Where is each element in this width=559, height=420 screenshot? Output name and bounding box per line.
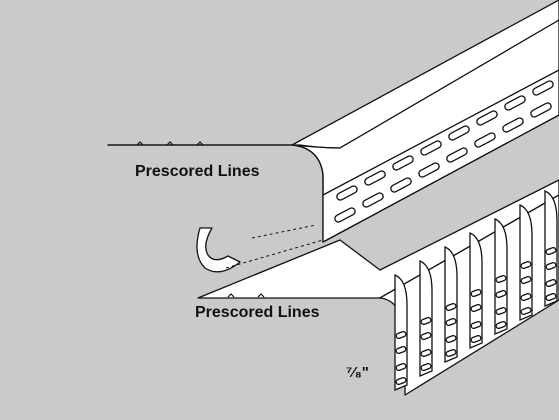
vent-slot [395,362,407,372]
vent-slot [445,348,457,358]
vent-slot [445,334,457,344]
vent-slot [474,132,496,148]
vent-slot [520,306,532,316]
vent-slot [530,102,552,118]
vent-slot [448,125,470,141]
prescore-tick [166,141,174,146]
vent-slot [395,376,407,386]
vent-slot [362,192,384,208]
prescored-lines-label-top: Prescored Lines [135,163,260,180]
vent-slot [545,292,557,302]
upper-vent-slots [334,80,554,223]
vent-slot [445,302,457,312]
prescored-lines-label-bottom: Prescored Lines [195,304,320,321]
vent-slot [418,162,440,178]
vent-slot [445,317,457,327]
prescore-tick [227,293,235,298]
vent-slot [470,334,482,344]
vent-slot [420,362,432,372]
vent-slot [520,292,532,302]
vent-slot [390,177,412,193]
vent-slot [470,288,482,298]
prescore-tick [196,141,204,146]
vent-slot [495,274,507,284]
vent-slot [392,155,414,171]
lower-vent-tabs [394,190,558,391]
upper-edge [108,144,324,195]
vent-slot [420,140,442,156]
vent-slot [334,207,356,223]
vent-slot [470,303,482,313]
vent-slot [420,348,432,358]
vent-slot [495,320,507,330]
vent-slot [446,147,468,163]
vent-slot [470,320,482,330]
vent-slot [504,95,526,111]
vent-slot [545,246,557,256]
vent-slot [502,117,524,133]
vent-slot [532,80,554,96]
vent-slot [520,275,532,285]
vent-slot [545,261,557,271]
vent-slot [520,260,532,270]
vent-slot [476,110,498,126]
prescore-tick [257,293,265,298]
vent-slot [545,278,557,288]
vent-slot [364,170,386,186]
vent-slot [495,306,507,316]
dimension-label: ⁷⁄₈" [346,364,369,381]
prescore-tick [136,141,144,146]
curled-strip [196,227,241,273]
vent-slot [495,289,507,299]
vent-slot [336,185,358,201]
vent-slot [420,331,432,341]
dashed-guide-2 [251,224,317,239]
vent-slot [420,316,432,326]
vent-slot [395,330,407,340]
vent-slot [395,345,407,355]
dashed-guide [225,239,324,269]
